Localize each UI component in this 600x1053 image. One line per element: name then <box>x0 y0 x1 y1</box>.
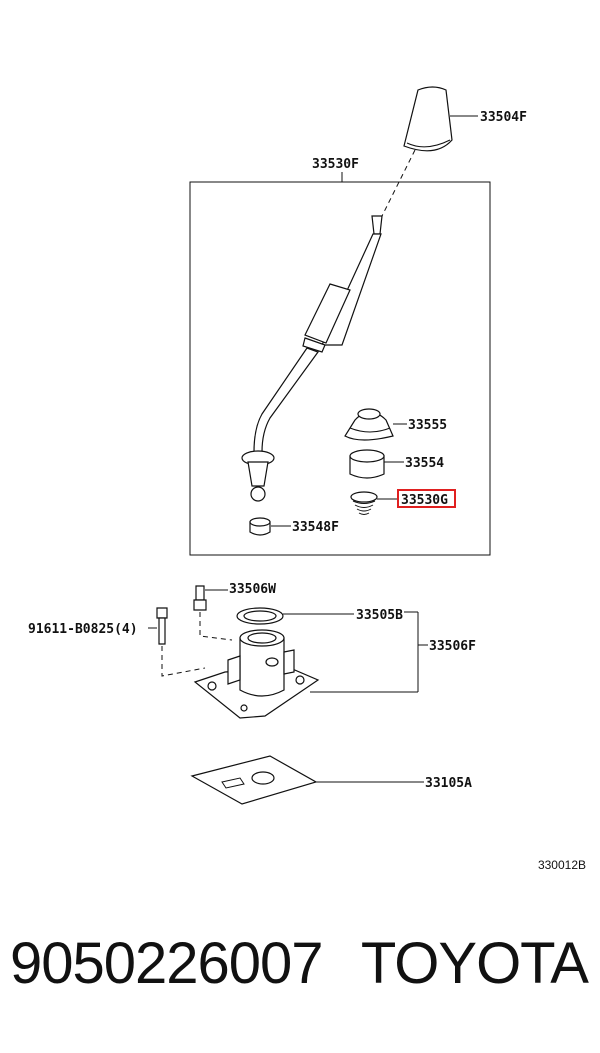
shift-knob <box>403 86 478 152</box>
label-boot: 33555 <box>408 418 447 433</box>
spring <box>350 491 398 515</box>
fitting-guide-dashed <box>199 612 233 641</box>
diagram-id: 330012B <box>537 858 586 872</box>
label-spring: 33530G <box>401 493 448 508</box>
footer: 9050226007 TOYOTA <box>0 930 600 1010</box>
shift-lever-assembly-box <box>189 181 491 556</box>
ring <box>236 607 354 625</box>
retainer <box>193 611 428 719</box>
label-knob: 33504F <box>480 110 527 125</box>
label-ring: 33505B <box>356 608 403 623</box>
label-grease-fitting: 33506W <box>229 582 276 597</box>
boot <box>344 408 407 441</box>
label-bolt: 91611-B0825(4) <box>28 622 138 637</box>
label-gasket: 33105A <box>425 776 472 791</box>
label-shift-lever: 33530F <box>312 157 359 172</box>
part-number: 9050226007 <box>10 931 324 996</box>
label-seat: 33548F <box>292 520 339 535</box>
bolt <box>148 607 168 645</box>
seat <box>249 517 291 536</box>
label-retainer: 33506F <box>429 639 476 654</box>
bolt-guide-dashed <box>161 646 206 677</box>
gasket <box>190 755 424 805</box>
knob-leader-dashed <box>381 149 416 217</box>
grease-fitting <box>193 585 228 611</box>
bushing <box>349 449 404 479</box>
label-bushing: 33554 <box>405 456 444 471</box>
spring-highlight-box <box>397 489 456 508</box>
brand-name: TOYOTA <box>360 931 589 996</box>
shift-lever <box>241 215 383 502</box>
